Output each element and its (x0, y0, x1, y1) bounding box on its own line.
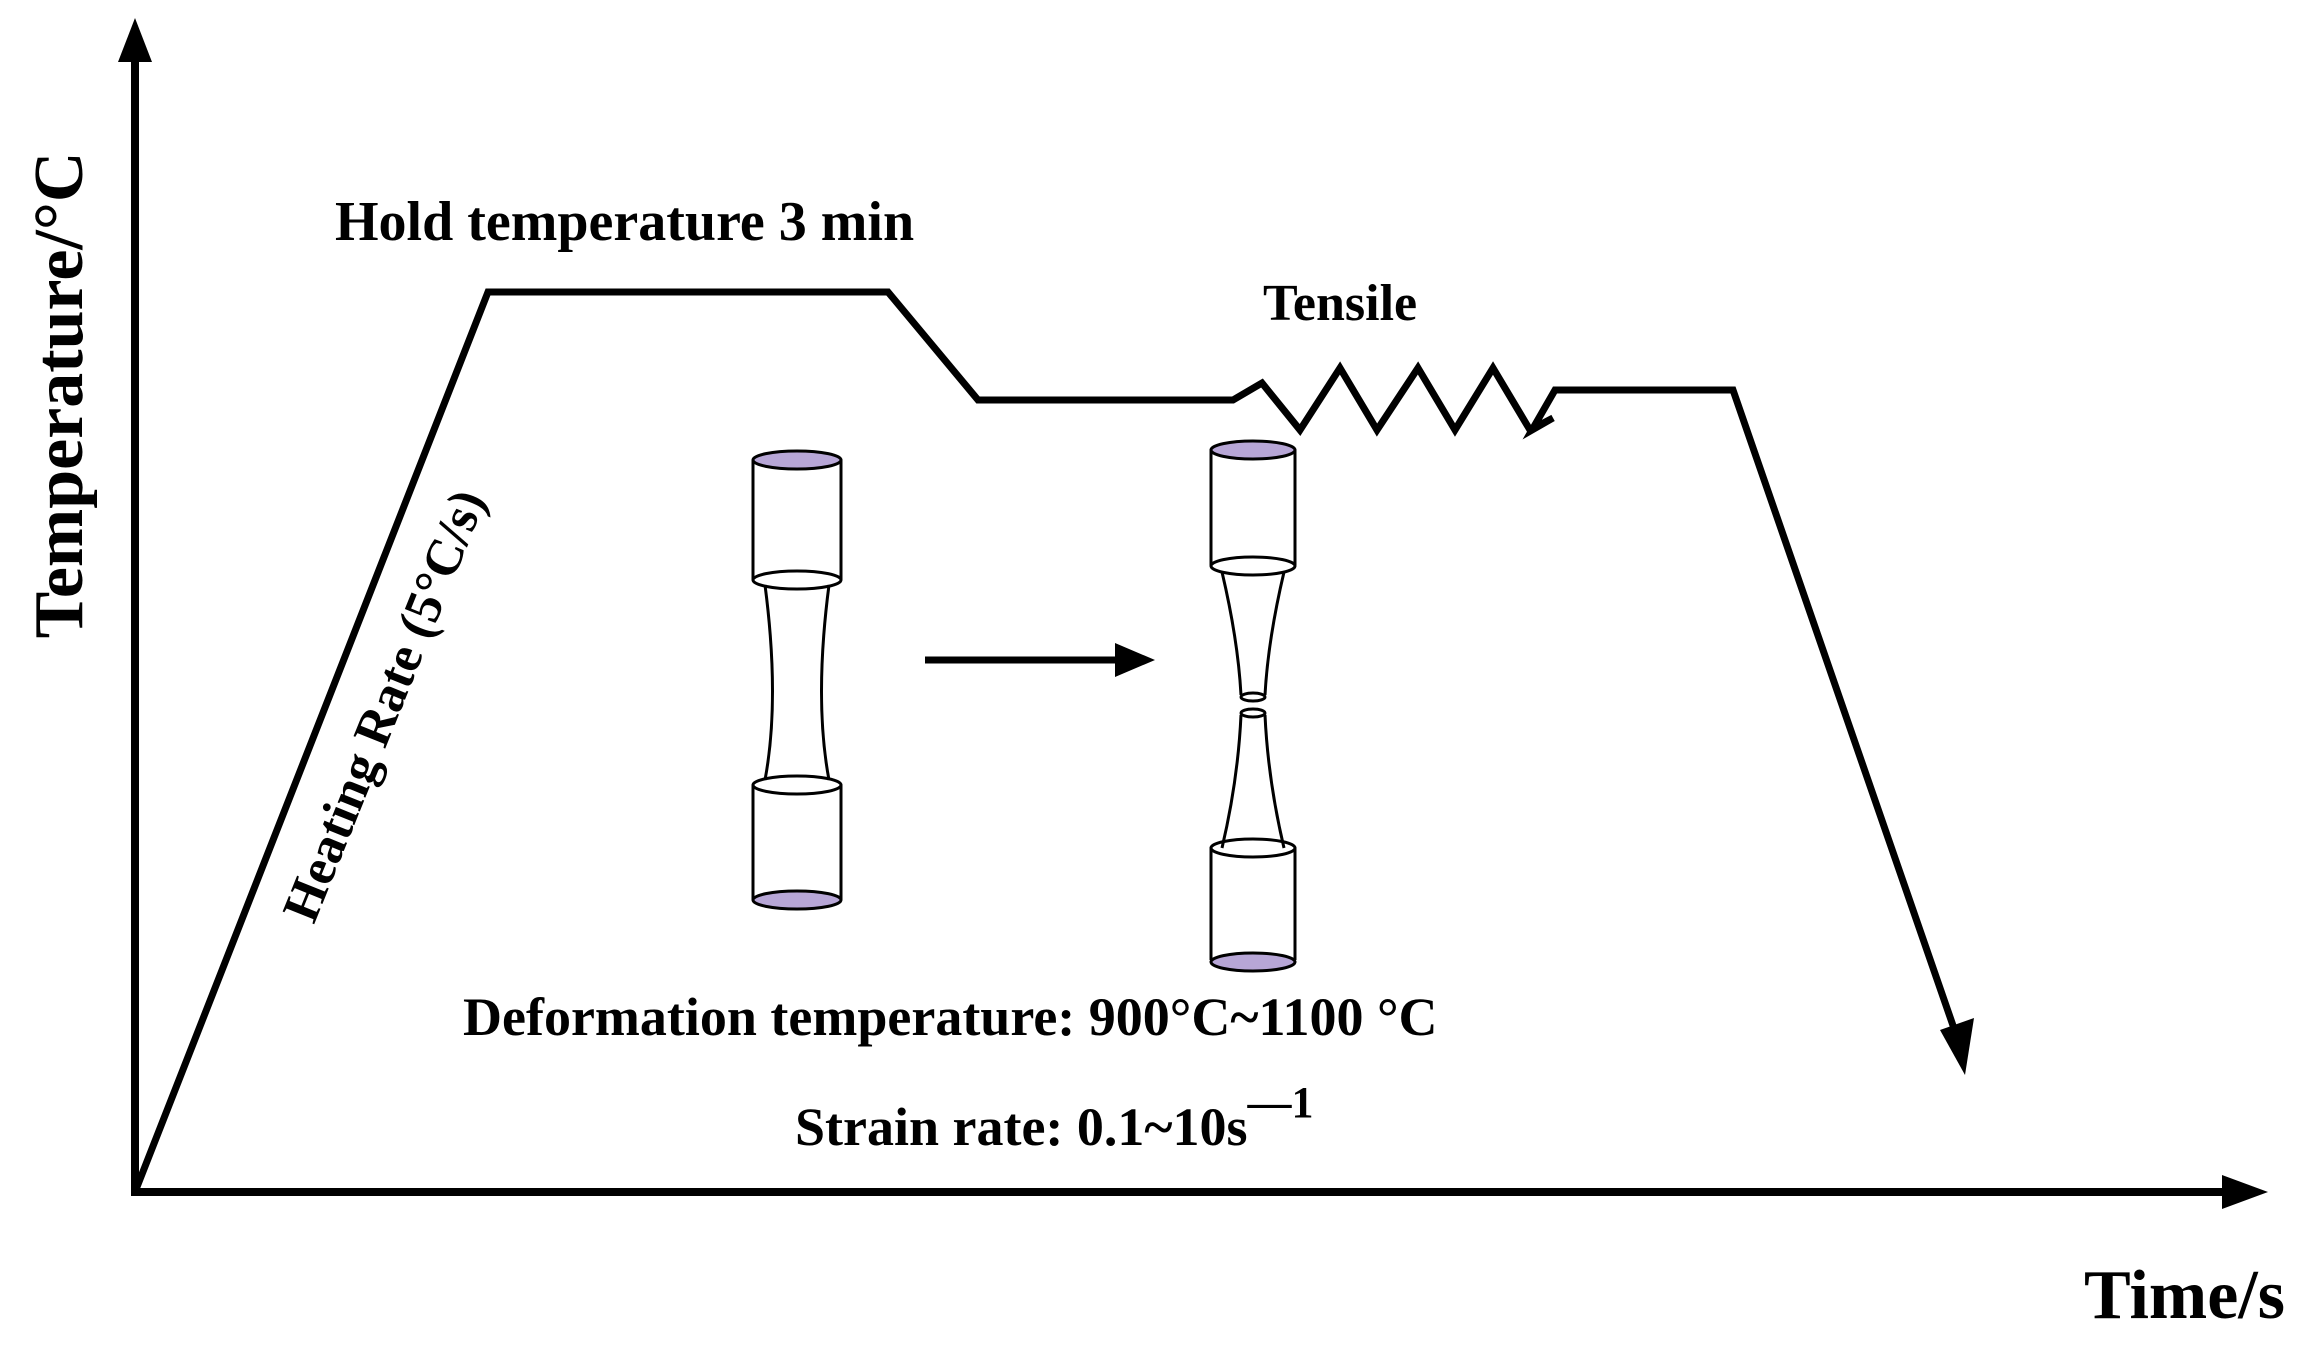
specimen-before (751, 449, 843, 911)
tensile-label: Tensile (1263, 275, 1417, 332)
specimen-after (1209, 439, 1297, 973)
x-axis-arrowhead (2222, 1175, 2268, 1209)
y-axis-arrowhead (118, 18, 152, 62)
strain-rate-label: Strain rate: 0.1~10s—1 (795, 1078, 1314, 1157)
deformation-temperature-label: Deformation temperature: 900°C~1100 °C (463, 987, 1438, 1047)
thermal-cycle-curve (131, 288, 1962, 1194)
strain-rate-exponent: —1 (1247, 1078, 1314, 1127)
hold-label: Hold temperature 3 min (335, 191, 914, 253)
y-axis-label: Temperature/°C (21, 152, 98, 639)
x-axis-label: Time/s (2084, 1257, 2285, 1334)
transition-arrowhead (1115, 643, 1155, 677)
cooling-arrowhead (1940, 1018, 1974, 1075)
strain-rate-text: Strain rate: 0.1~10s (795, 1097, 1248, 1157)
